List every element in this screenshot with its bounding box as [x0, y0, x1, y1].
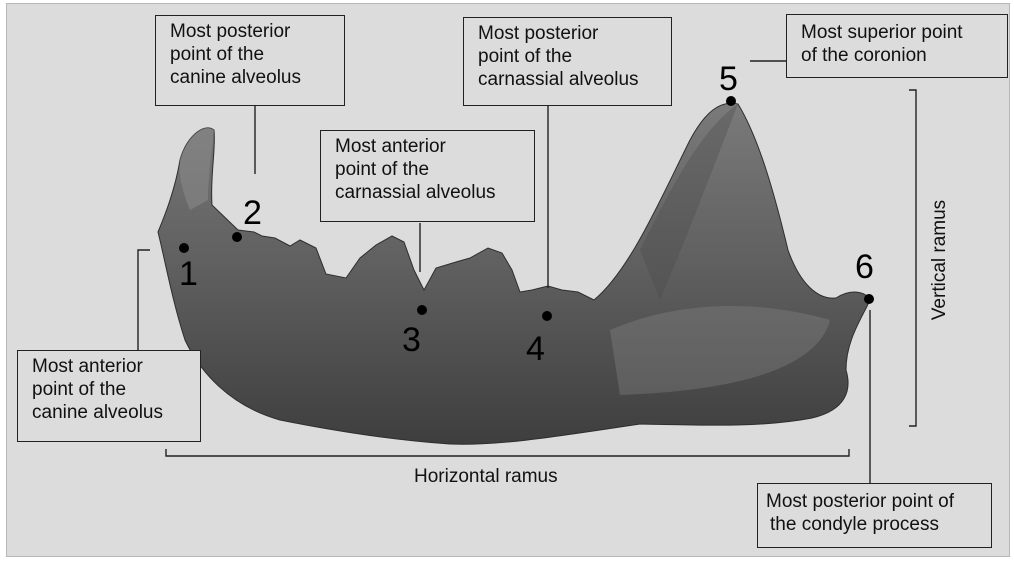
label-carnassial-anterior-line2: point of the — [335, 158, 526, 181]
label-carnassial-anterior-line3: carnassial alveolus — [335, 181, 526, 204]
label-carnassial-anterior-line1: Most anterior — [335, 135, 526, 158]
label-condyle: Most posterior point of the condyle proc… — [757, 483, 992, 548]
label-coronion: Most superior point of the coronion — [786, 14, 1008, 78]
label-canine-posterior-line1: Most posterior — [170, 20, 336, 43]
landmark-point-2 — [232, 232, 242, 242]
point-number-6: 6 — [855, 250, 874, 284]
label-carnassial-posterior-line1: Most posterior — [478, 22, 663, 45]
point-number-4: 4 — [526, 332, 545, 366]
point-number-1: 1 — [179, 257, 198, 291]
label-canine-anterior-line1: Most anterior — [32, 355, 192, 378]
vertical-ramus-bracket — [909, 90, 916, 426]
label-canine-posterior-line2: point of the — [170, 43, 336, 66]
point-number-3: 3 — [402, 323, 421, 357]
label-coronion-line1: Most superior point — [801, 21, 999, 44]
landmark-point-4 — [542, 311, 552, 321]
point-number-2: 2 — [243, 196, 262, 230]
landmark-point-3 — [417, 305, 427, 315]
label-carnassial-posterior-line2: point of the — [478, 45, 663, 68]
leader-canine-anterior — [138, 250, 150, 350]
label-carnassial-posterior: Most posterior point of the carnassial a… — [463, 17, 672, 106]
point-number-5: 5 — [719, 62, 738, 96]
horizontal-ramus-label: Horizontal ramus — [414, 466, 558, 488]
label-condyle-line1: Most posterior point of — [766, 490, 983, 513]
landmark-point-1 — [179, 243, 189, 253]
landmark-point-6 — [864, 294, 874, 304]
label-condyle-line2: the condyle process — [766, 513, 983, 536]
label-carnassial-posterior-line3: carnassial alveolus — [478, 68, 663, 91]
label-canine-anterior-line2: point of the — [32, 378, 192, 401]
label-carnassial-anterior: Most anterior point of the carnassial al… — [320, 130, 535, 222]
label-canine-anterior-line3: canine alveolus — [32, 401, 192, 424]
label-coronion-line2: of the coronion — [801, 44, 999, 67]
vertical-ramus-label: Vertical ramus — [929, 200, 951, 320]
label-canine-posterior: Most posterior point of the canine alveo… — [155, 15, 345, 106]
horizontal-ramus-bracket — [166, 449, 849, 456]
label-canine-posterior-line3: canine alveolus — [170, 66, 336, 89]
label-canine-anterior: Most anterior point of the canine alveol… — [17, 350, 201, 442]
